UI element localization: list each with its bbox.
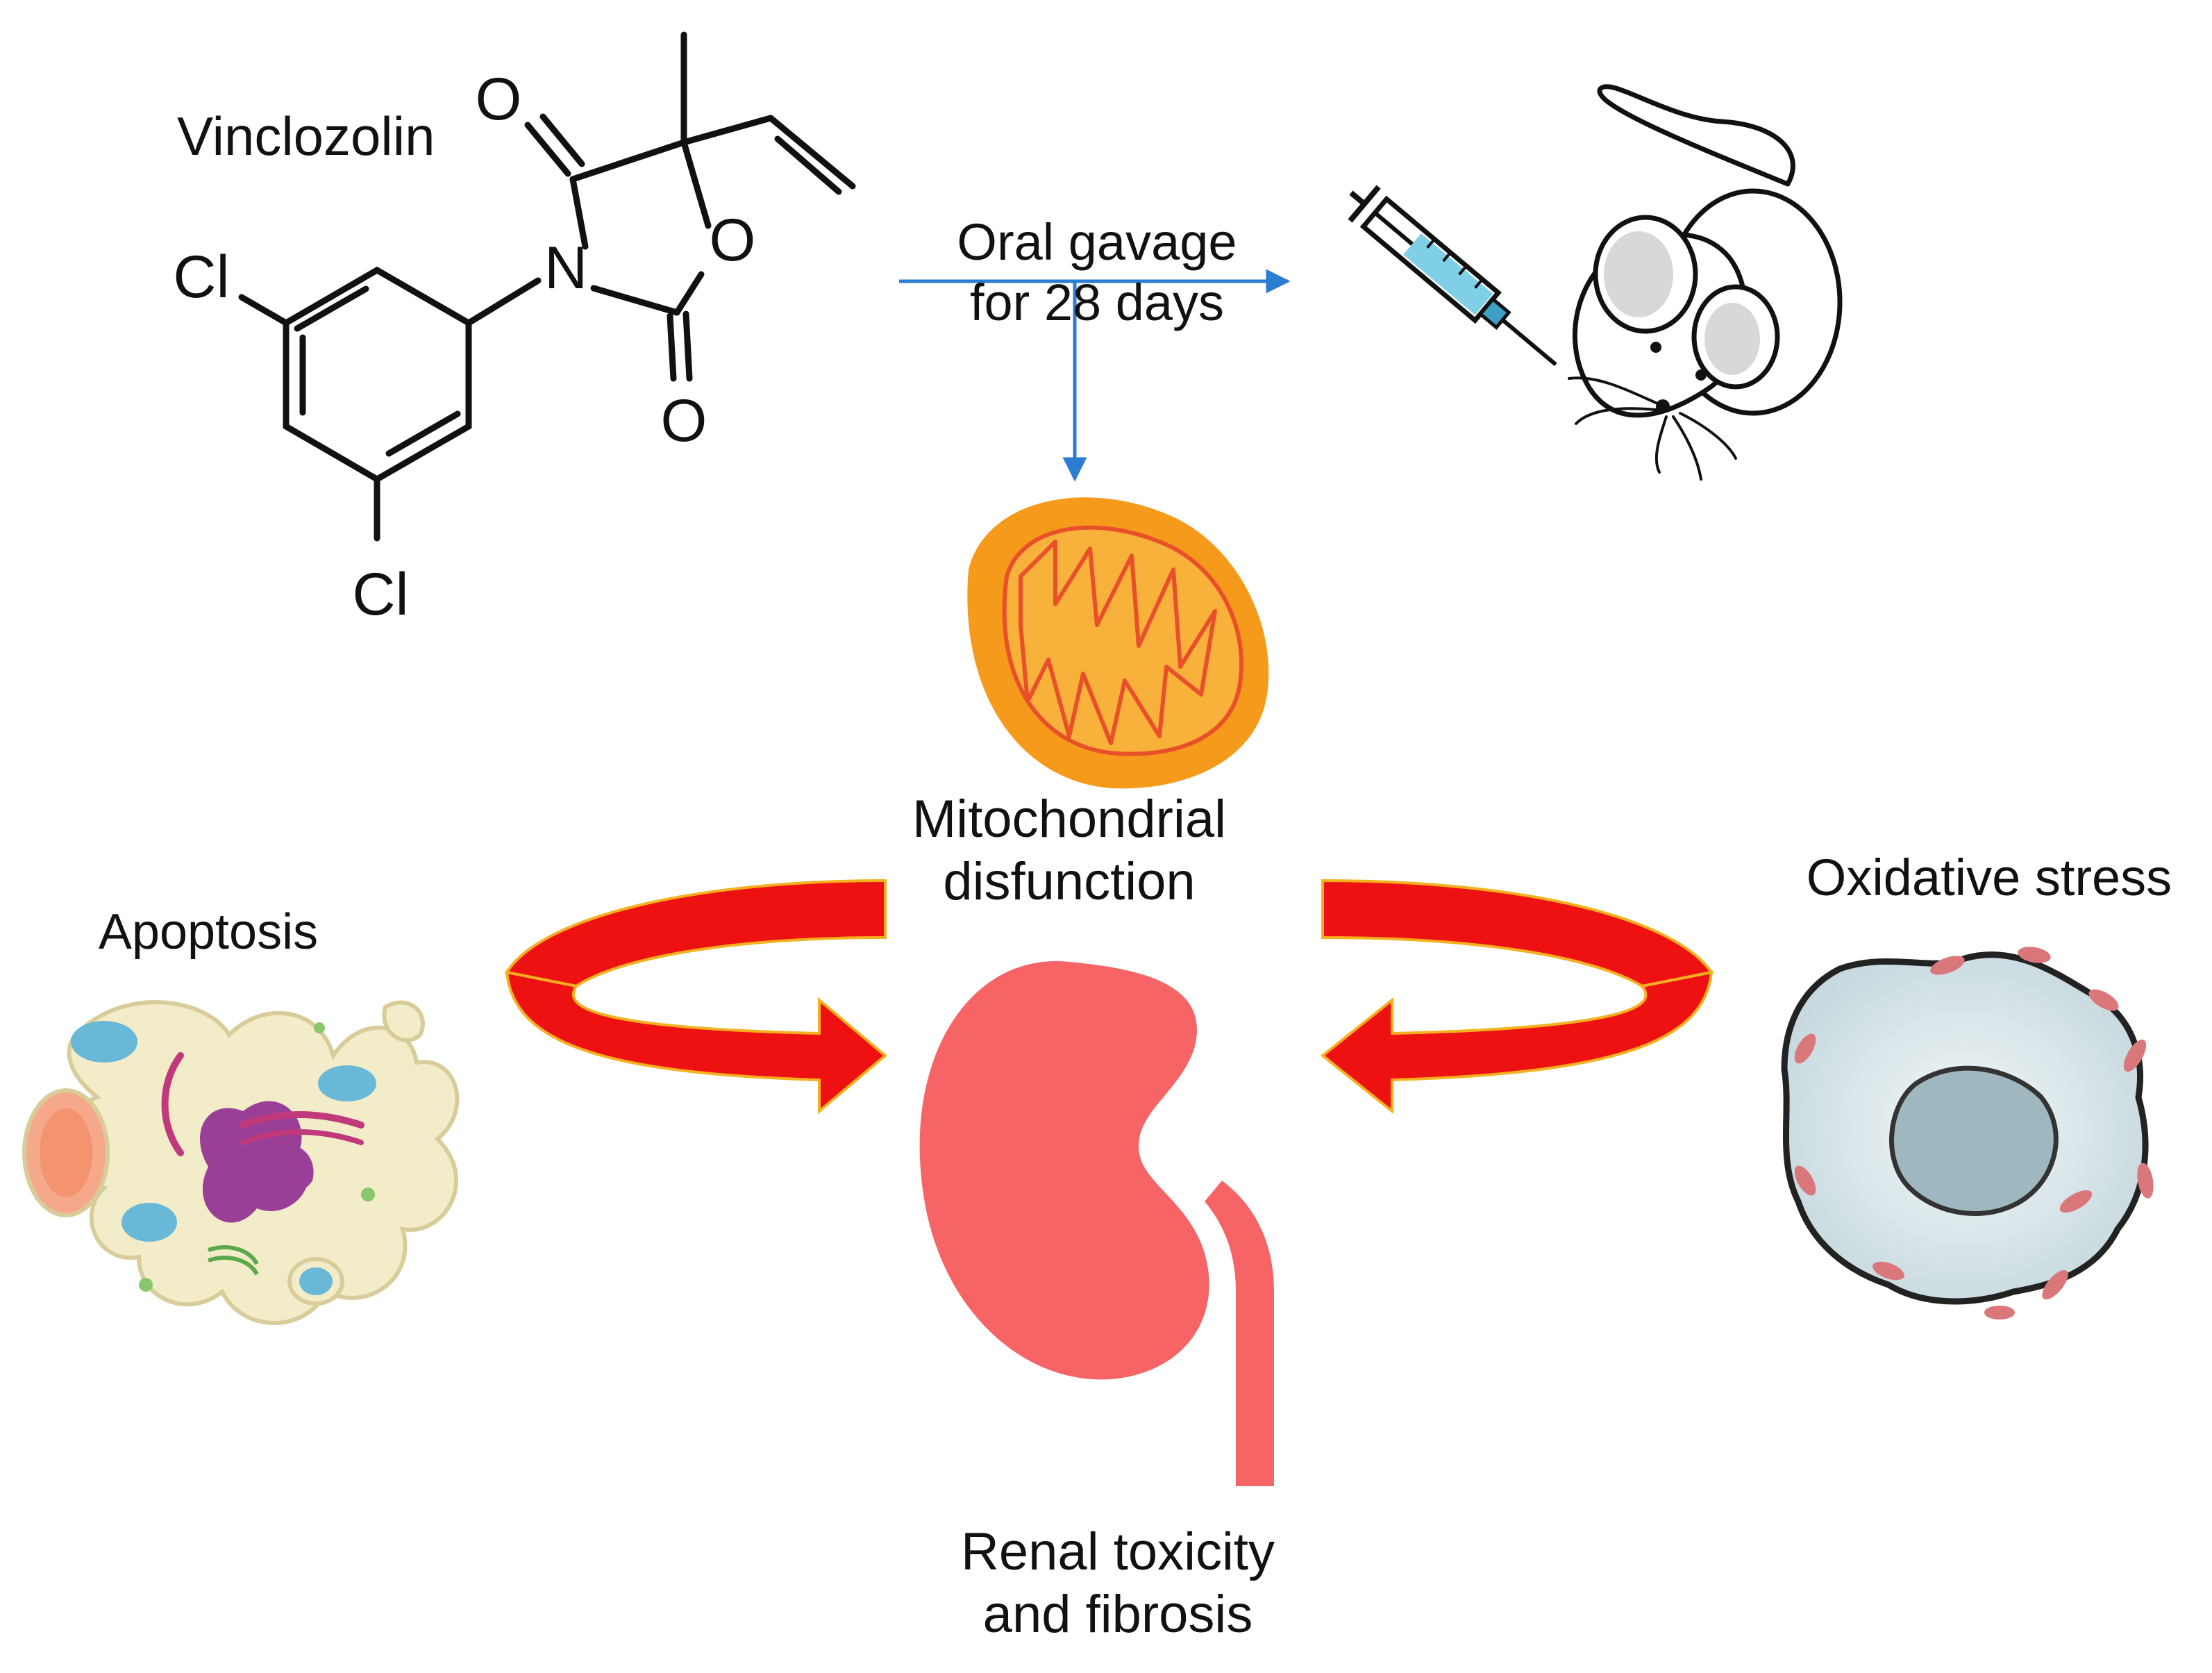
mitochondrion-icon <box>967 497 1269 789</box>
atom-cl-1: Cl <box>173 244 229 310</box>
atom-n: N <box>544 235 587 301</box>
kidney-line-1: Renal toxicity <box>961 1522 1275 1581</box>
mitochondria-label: Mitochondrial disfunction <box>861 788 1277 913</box>
kidney-line-2: and fibrosis <box>982 1584 1253 1644</box>
atom-cl-2: Cl <box>352 561 408 628</box>
syringe-icon <box>1348 185 1557 367</box>
gavage-line-2: for 28 days <box>969 274 1225 332</box>
mouse-icon <box>1568 84 1843 481</box>
mitochondria-line-1: Mitochondrial <box>912 790 1226 849</box>
oxidative-stress-label: Oxidative stress <box>1806 849 2172 906</box>
apoptotic-cell-icon <box>22 1000 460 1325</box>
vinclozolin-label: Vinclozolin <box>177 106 435 167</box>
vinclozolin-structure <box>238 31 856 542</box>
gavage-line-1: Oral gavage <box>957 213 1237 271</box>
kidney-label: Renal toxicity and fibrosis <box>923 1521 1312 1645</box>
kidney-icon <box>919 960 1274 1486</box>
gavage-label: Oral gavage for 28 days <box>903 212 1291 333</box>
right-cycle-arrow <box>1320 879 1714 1115</box>
left-cycle-arrow <box>504 879 888 1115</box>
stressed-cell-icon <box>1781 947 2154 1320</box>
mitochondria-line-2: disfunction <box>943 851 1196 911</box>
apoptosis-label: Apoptosis <box>98 904 319 960</box>
atom-o-top: O <box>476 66 522 133</box>
atom-o-ring: O <box>710 207 756 274</box>
atom-o-bottom: O <box>661 388 707 454</box>
